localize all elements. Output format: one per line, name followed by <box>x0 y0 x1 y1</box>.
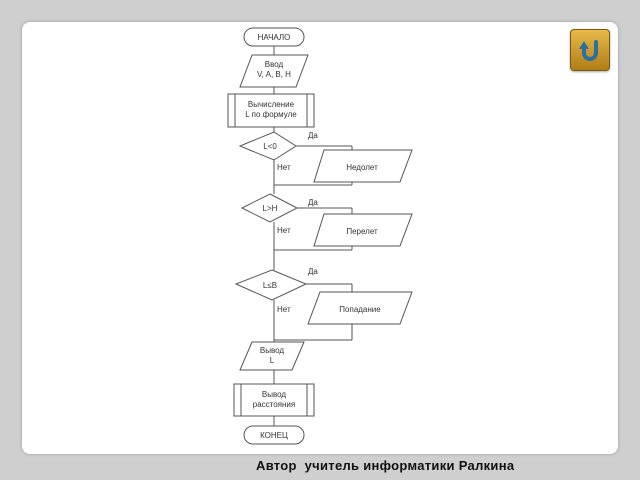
start-terminator: НАЧАЛО <box>243 27 305 47</box>
compute-process: Вычисление L по формуле <box>227 93 315 128</box>
cond2-yes-label: Да <box>308 198 318 207</box>
cond2-label: L>H <box>263 204 278 213</box>
slide: НАЧАЛО Ввод V, A, B, H Вычисление L по ф… <box>22 22 618 454</box>
cond3-label: L≤B <box>263 281 277 290</box>
input-label-line2: V, A, B, H <box>257 70 291 79</box>
output-undershoot: Недолет <box>313 149 413 183</box>
compute-label-line2: L по формуле <box>245 110 297 119</box>
input-label-line1: Ввод <box>265 60 284 69</box>
condition-l-le-b: L≤B Да Нет <box>234 267 318 314</box>
end-terminator: КОНЕЦ <box>243 425 305 445</box>
hit-label: Попадание <box>339 305 381 314</box>
overshoot-label: Перелет <box>346 227 378 236</box>
output-distance-line1: Вывод <box>262 390 287 399</box>
return-arrow-icon <box>579 40 598 61</box>
compute-label-line1: Вычисление <box>248 100 295 109</box>
author-footer: Автор учитель информатики Ралкина <box>256 458 515 473</box>
cond1-label: L<0 <box>263 142 277 151</box>
end-label: КОНЕЦ <box>260 431 288 440</box>
output-distance-line2: расстояния <box>253 400 295 409</box>
output-l-parallelogram: Вывод L <box>239 341 305 371</box>
condition-l-less-zero: L<0 Да Нет <box>238 131 318 172</box>
cond1-yes-label: Да <box>308 131 318 140</box>
output-l-line1: Вывод <box>260 346 285 355</box>
return-button[interactable] <box>570 29 610 71</box>
start-label: НАЧАЛО <box>258 33 291 42</box>
output-hit: Попадание <box>307 291 413 325</box>
condition-l-greater-h: L>H Да Нет <box>240 193 318 235</box>
output-l-line2: L <box>270 356 275 365</box>
flowchart: НАЧАЛО Ввод V, A, B, H Вычисление L по ф… <box>227 27 413 445</box>
undershoot-label: Недолет <box>346 163 378 172</box>
cond3-no-label: Нет <box>277 305 291 314</box>
output-distance-process: Вывод расстояния <box>233 383 315 417</box>
cond3-yes-label: Да <box>308 267 318 276</box>
connectors <box>273 46 353 426</box>
input-parallelogram: Ввод V, A, B, H <box>239 54 309 88</box>
output-overshoot: Перелет <box>313 213 413 247</box>
cond1-no-label: Нет <box>277 163 291 172</box>
cond2-no-label: Нет <box>277 226 291 235</box>
